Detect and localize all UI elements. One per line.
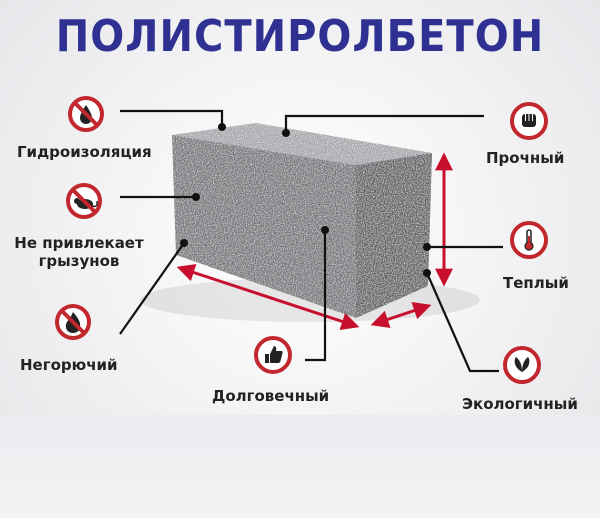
width-arrow bbox=[370, 302, 432, 328]
leader-waterproof bbox=[120, 109, 224, 127]
leader-eco bbox=[425, 272, 499, 373]
label-rodents-line2: грызунов bbox=[38, 252, 120, 270]
label-eco: Экологичный bbox=[462, 395, 578, 413]
block-top-face bbox=[172, 123, 432, 165]
label-fireproof: Негорючий bbox=[20, 356, 118, 374]
leader-lines bbox=[119, 109, 503, 373]
fist-icon bbox=[510, 102, 548, 140]
length-arrow bbox=[176, 263, 360, 331]
thumbs-up-icon bbox=[254, 336, 292, 374]
thermometer-icon bbox=[510, 221, 548, 259]
label-rodents: Не привлекает грызунов bbox=[14, 234, 144, 270]
no-fire-icon bbox=[55, 304, 91, 340]
label-waterproof: Гидроизоляция bbox=[17, 143, 152, 161]
block-side-face bbox=[355, 153, 432, 318]
leader-durable bbox=[305, 230, 327, 362]
label-warm: Теплый bbox=[503, 274, 569, 292]
leader-fireproof bbox=[119, 242, 185, 335]
label-durable: Долговечный bbox=[212, 387, 330, 405]
no-water-drop-icon bbox=[68, 96, 104, 132]
no-rodents-icon bbox=[66, 183, 102, 219]
label-strong: Прочный bbox=[486, 149, 565, 167]
page-title: ПОЛИСТИРОЛБЕТОН bbox=[55, 12, 545, 62]
leaf-icon bbox=[503, 346, 541, 384]
dimension-arrows bbox=[176, 152, 453, 331]
blurred-footer bbox=[0, 415, 600, 518]
label-rodents-line1: Не привлекает bbox=[14, 234, 144, 252]
leader-dots bbox=[180, 123, 431, 277]
leader-strong bbox=[284, 114, 484, 133]
